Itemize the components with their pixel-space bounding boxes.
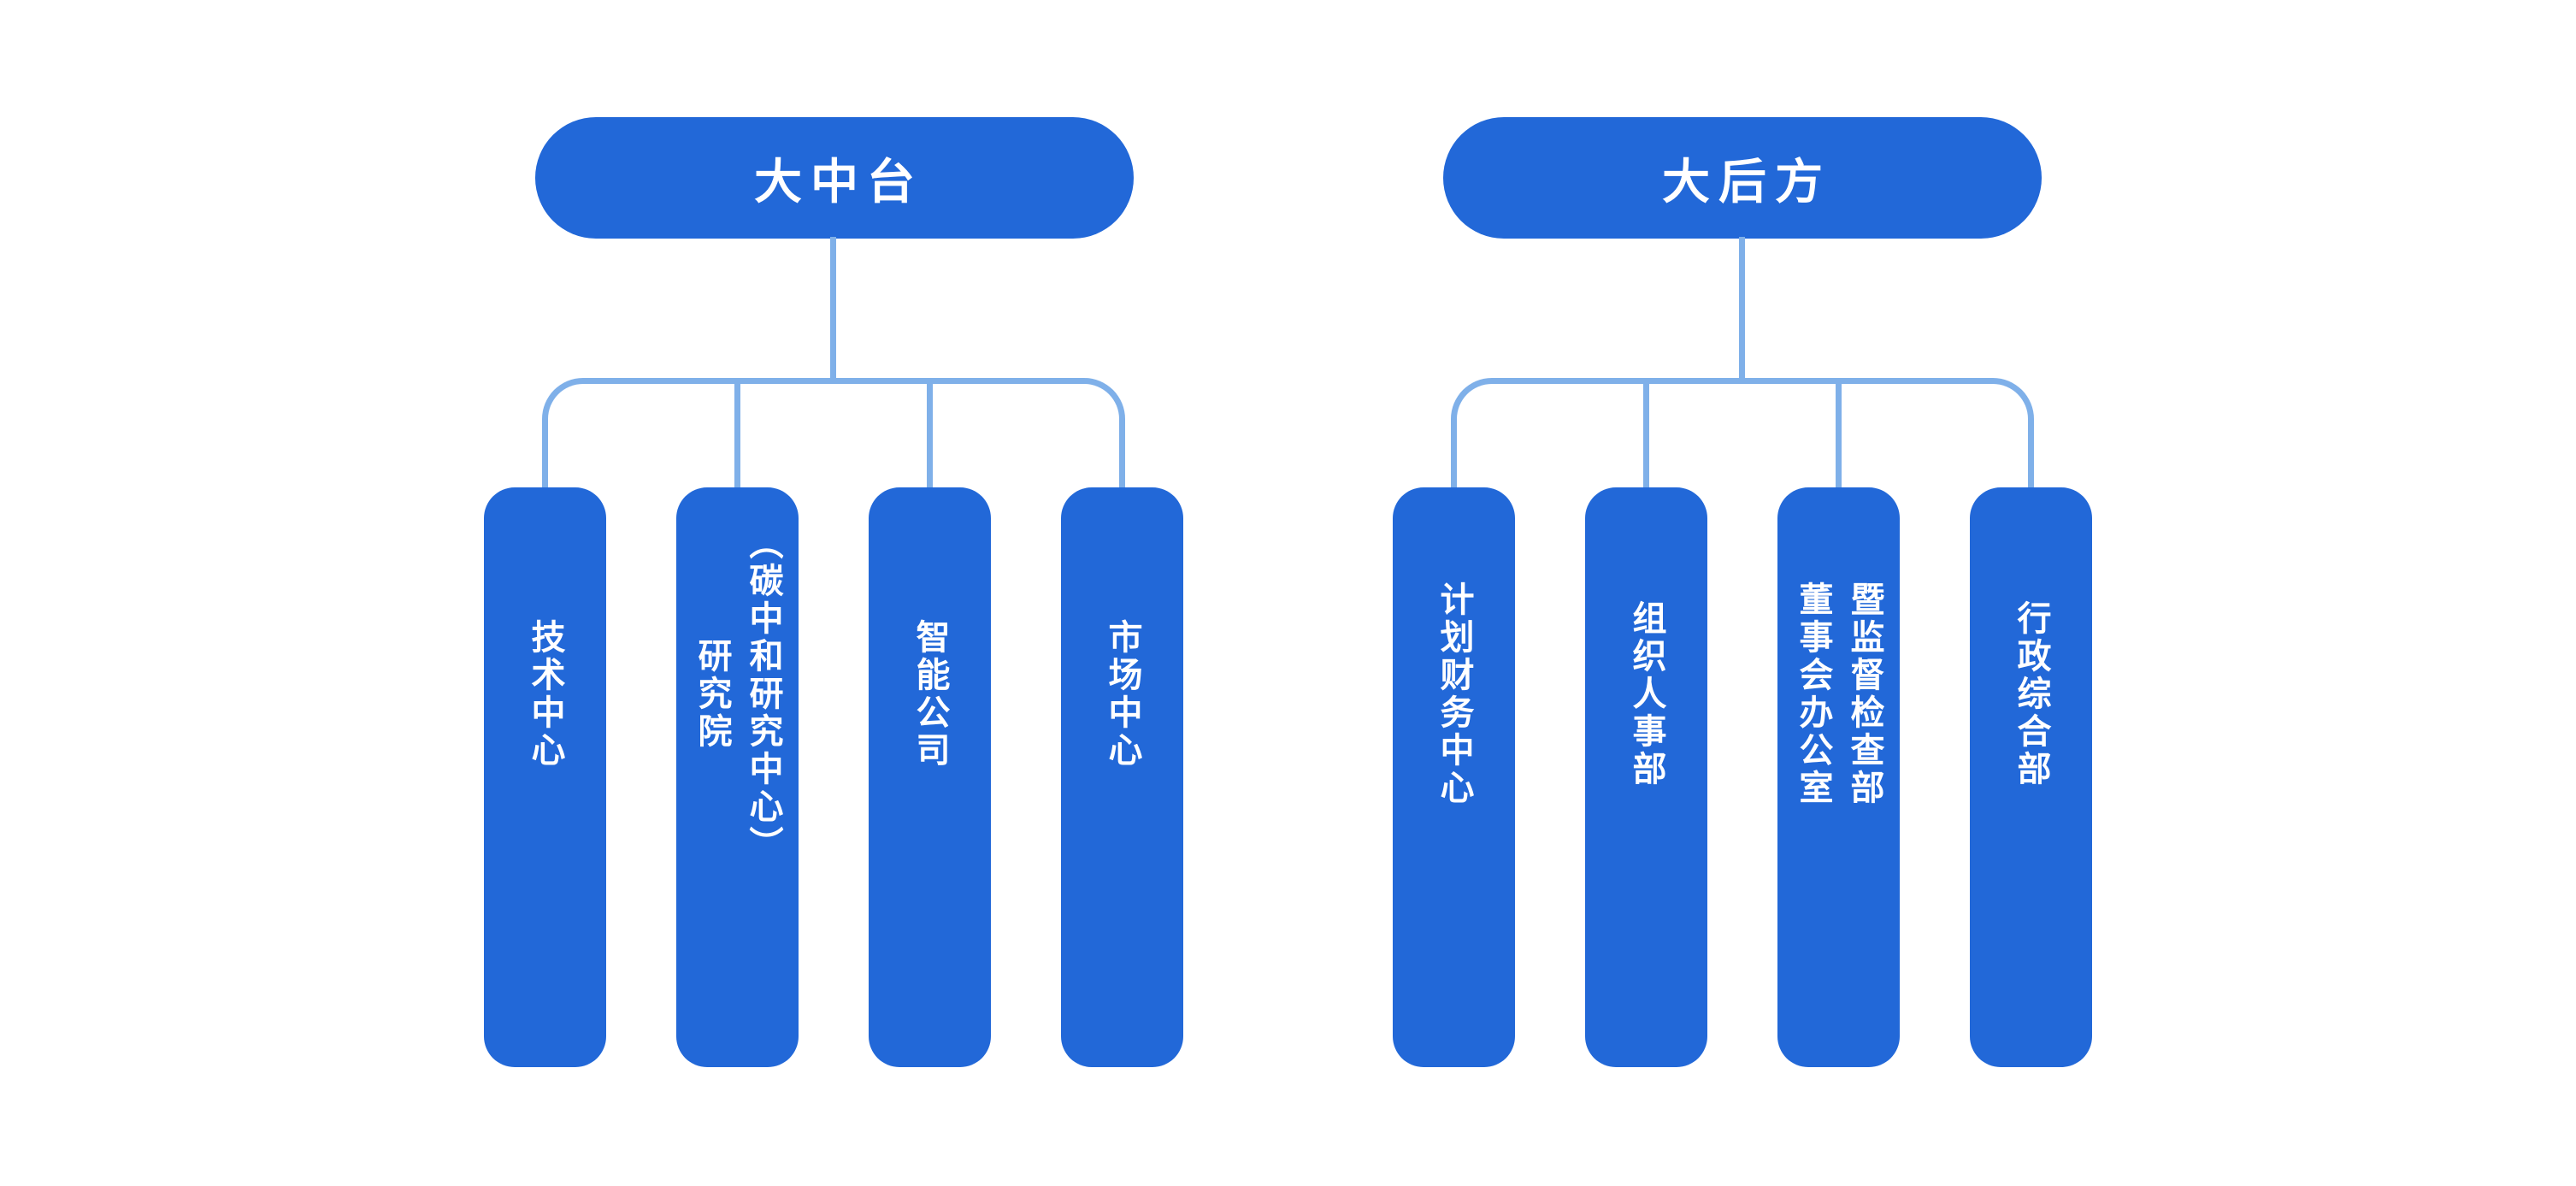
node-tech-center-label: 技术中心 bbox=[525, 618, 565, 770]
root-node-rear-support[interactable]: 大后方 bbox=[1443, 117, 2042, 239]
node-admin-general-dept[interactable]: 行政综合部 bbox=[1970, 487, 2092, 1067]
node-market-center[interactable]: 市场中心 bbox=[1061, 487, 1183, 1067]
node-intelligence-company[interactable]: 智能公司 bbox=[869, 487, 991, 1067]
node-planning-finance-center[interactable]: 计划财务中心 bbox=[1393, 487, 1515, 1067]
connector-bracket-group2 bbox=[1451, 378, 2034, 487]
connector-stem-group1 bbox=[830, 237, 836, 384]
node-intelligence-company-label: 智能公司 bbox=[910, 618, 950, 770]
node-research-institute[interactable]: 研究院 （碳中和研究中心） bbox=[676, 487, 799, 1067]
root-node-label: 大中台 bbox=[754, 154, 923, 210]
connector-drop-group2-child3 bbox=[1836, 378, 1842, 487]
node-planning-finance-center-label: 计划财务中心 bbox=[1434, 581, 1474, 807]
node-admin-general-dept-label: 行政综合部 bbox=[2011, 599, 2051, 788]
node-research-institute-label: 研究院 （碳中和研究中心） bbox=[692, 524, 783, 864]
connector-stem-group2 bbox=[1739, 237, 1745, 384]
root-node-label: 大后方 bbox=[1662, 154, 1831, 210]
connector-bracket-group1 bbox=[542, 378, 1125, 487]
connector-drop-group2-child2 bbox=[1643, 378, 1649, 487]
node-tech-center[interactable]: 技术中心 bbox=[484, 487, 606, 1067]
node-market-center-label: 市场中心 bbox=[1102, 618, 1142, 770]
node-board-office-supervision-dept[interactable]: 董事会办公室 暨监督检查部 bbox=[1777, 487, 1900, 1067]
connector-drop-group1-child3 bbox=[927, 378, 933, 487]
node-org-hr-dept-label: 组织人事部 bbox=[1626, 599, 1666, 788]
connector-drop-group1-child2 bbox=[734, 378, 740, 487]
node-org-hr-dept[interactable]: 组织人事部 bbox=[1585, 487, 1707, 1067]
node-board-office-supervision-dept-label: 董事会办公室 暨监督检查部 bbox=[1793, 581, 1884, 807]
root-node-middle-platform[interactable]: 大中台 bbox=[535, 117, 1134, 239]
